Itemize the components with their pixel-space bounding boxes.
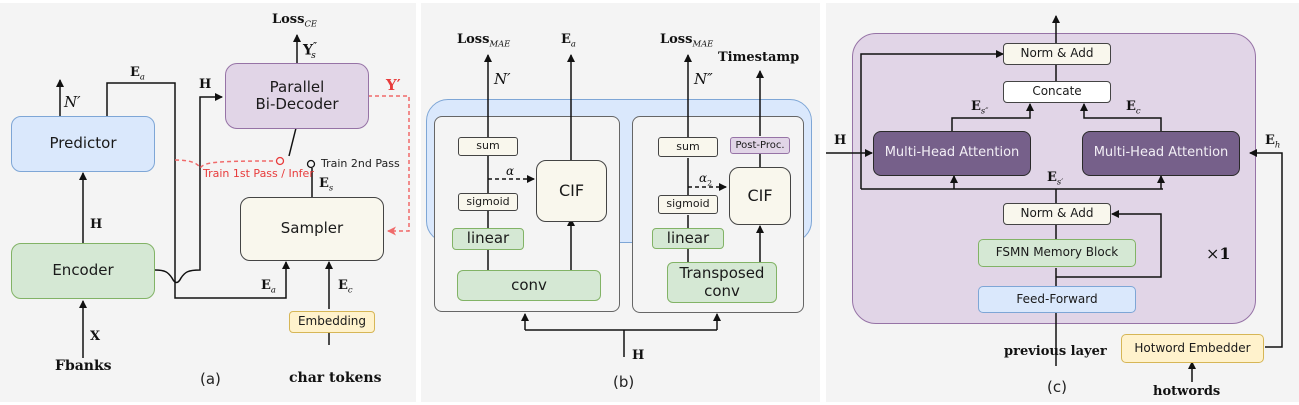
loss-ce-label: LossCE xyxy=(272,12,318,29)
ys-label: Y″s xyxy=(303,41,318,62)
b-right-timestamp-label: Timestamp xyxy=(718,50,800,65)
h-label-decoder: H xyxy=(199,77,212,92)
c-norm-add-mid: Norm & Add xyxy=(1003,203,1111,225)
encoder-label: Encoder xyxy=(52,261,114,280)
b-left-cif: CIF xyxy=(536,160,607,222)
c-concate: Concate xyxy=(1003,81,1111,103)
caption-a: (a) xyxy=(200,370,221,388)
b-h-label: H xyxy=(632,348,645,363)
b-left-sigmoid: sigmoid xyxy=(458,193,518,211)
c-fsmn: FSMN Memory Block xyxy=(978,239,1136,267)
ea-bottom-label: Ea xyxy=(261,278,276,295)
c-feed-forward: Feed-Forward xyxy=(978,286,1136,313)
b-right-n-label: N″ xyxy=(694,70,713,88)
c-eh-label: Eh xyxy=(1265,133,1281,150)
c-norm-add-top: Norm & Add xyxy=(1003,43,1111,65)
c-es1-label: Es′ xyxy=(1047,170,1064,187)
b-right-cif: CIF xyxy=(729,167,791,225)
ea-path xyxy=(106,82,290,299)
c-hotword-embedder: Hotword Embedder xyxy=(1121,334,1264,363)
embedding-label: Embedding xyxy=(297,314,367,329)
es-label: Es xyxy=(319,176,334,193)
y-prime-path xyxy=(368,95,410,236)
c-hotwords-label: hotwords xyxy=(1153,384,1221,399)
b-right-post-proc: Post-Proc. xyxy=(730,137,790,154)
decoder-box: Parallel Bi-Decoder xyxy=(225,63,369,129)
fbanks-label: Fbanks xyxy=(55,358,112,374)
c-h-label: H xyxy=(834,133,847,148)
b-right-alpha: α2 xyxy=(699,171,713,188)
b-left-n-label: N′ xyxy=(494,70,511,88)
train-1st-path xyxy=(174,159,277,170)
b-left-linear: linear xyxy=(452,228,524,250)
ec-label: Ec xyxy=(338,278,353,295)
y-prime-label: Y′ xyxy=(386,76,401,94)
train-1st-label: Train 1st Pass / Infer xyxy=(203,167,314,180)
b-left-conv: conv xyxy=(457,270,601,301)
caption-b: (b) xyxy=(613,373,635,391)
h-to-decoder xyxy=(154,93,223,284)
c-previous-layer-label: previous layer xyxy=(1004,344,1107,359)
sampler-label: Sampler xyxy=(280,219,344,238)
embedding-box: Embedding xyxy=(289,311,375,333)
decoder-label-2: Bi-Decoder xyxy=(255,95,339,113)
predictor-label: Predictor xyxy=(49,134,117,153)
b-left-ea-label: Ea xyxy=(561,32,576,49)
char-tokens-label: char tokens xyxy=(289,370,382,386)
c-mha-right: Multi-Head Attention xyxy=(1082,131,1240,176)
n-prime-label: N′ xyxy=(64,93,81,111)
b-right-loss-label: LossMAE xyxy=(660,32,714,49)
b-right-sigmoid: sigmoid xyxy=(658,195,718,214)
b-left-alpha: α xyxy=(506,164,515,178)
c-repeat-label: ×1 xyxy=(1206,244,1231,263)
x-label: X xyxy=(90,329,101,344)
sampler-box: Sampler xyxy=(240,197,384,261)
caption-c: (c) xyxy=(1047,378,1067,396)
ea-top-label: Ea xyxy=(130,65,145,82)
switch-node-1st xyxy=(275,156,285,166)
b-left-sum: sum xyxy=(458,137,518,156)
b-right-sum: sum xyxy=(658,137,718,157)
predictor-box: Predictor xyxy=(11,116,155,172)
c-mha-left: Multi-Head Attention xyxy=(873,131,1031,176)
h-label-vertical: H xyxy=(90,217,103,232)
train-2nd-label: Train 2nd Pass xyxy=(321,157,400,170)
b-left-loss-label: LossMAE xyxy=(457,32,511,49)
decoder-label-1: Parallel xyxy=(269,77,325,96)
encoder-box: Encoder xyxy=(11,243,155,299)
c-ec-label: Ec xyxy=(1126,99,1141,116)
switch-node-2nd xyxy=(306,159,316,169)
switch-arm xyxy=(288,127,297,157)
c-es2-label: Es″ xyxy=(971,99,989,116)
b-right-linear: linear xyxy=(652,228,724,249)
